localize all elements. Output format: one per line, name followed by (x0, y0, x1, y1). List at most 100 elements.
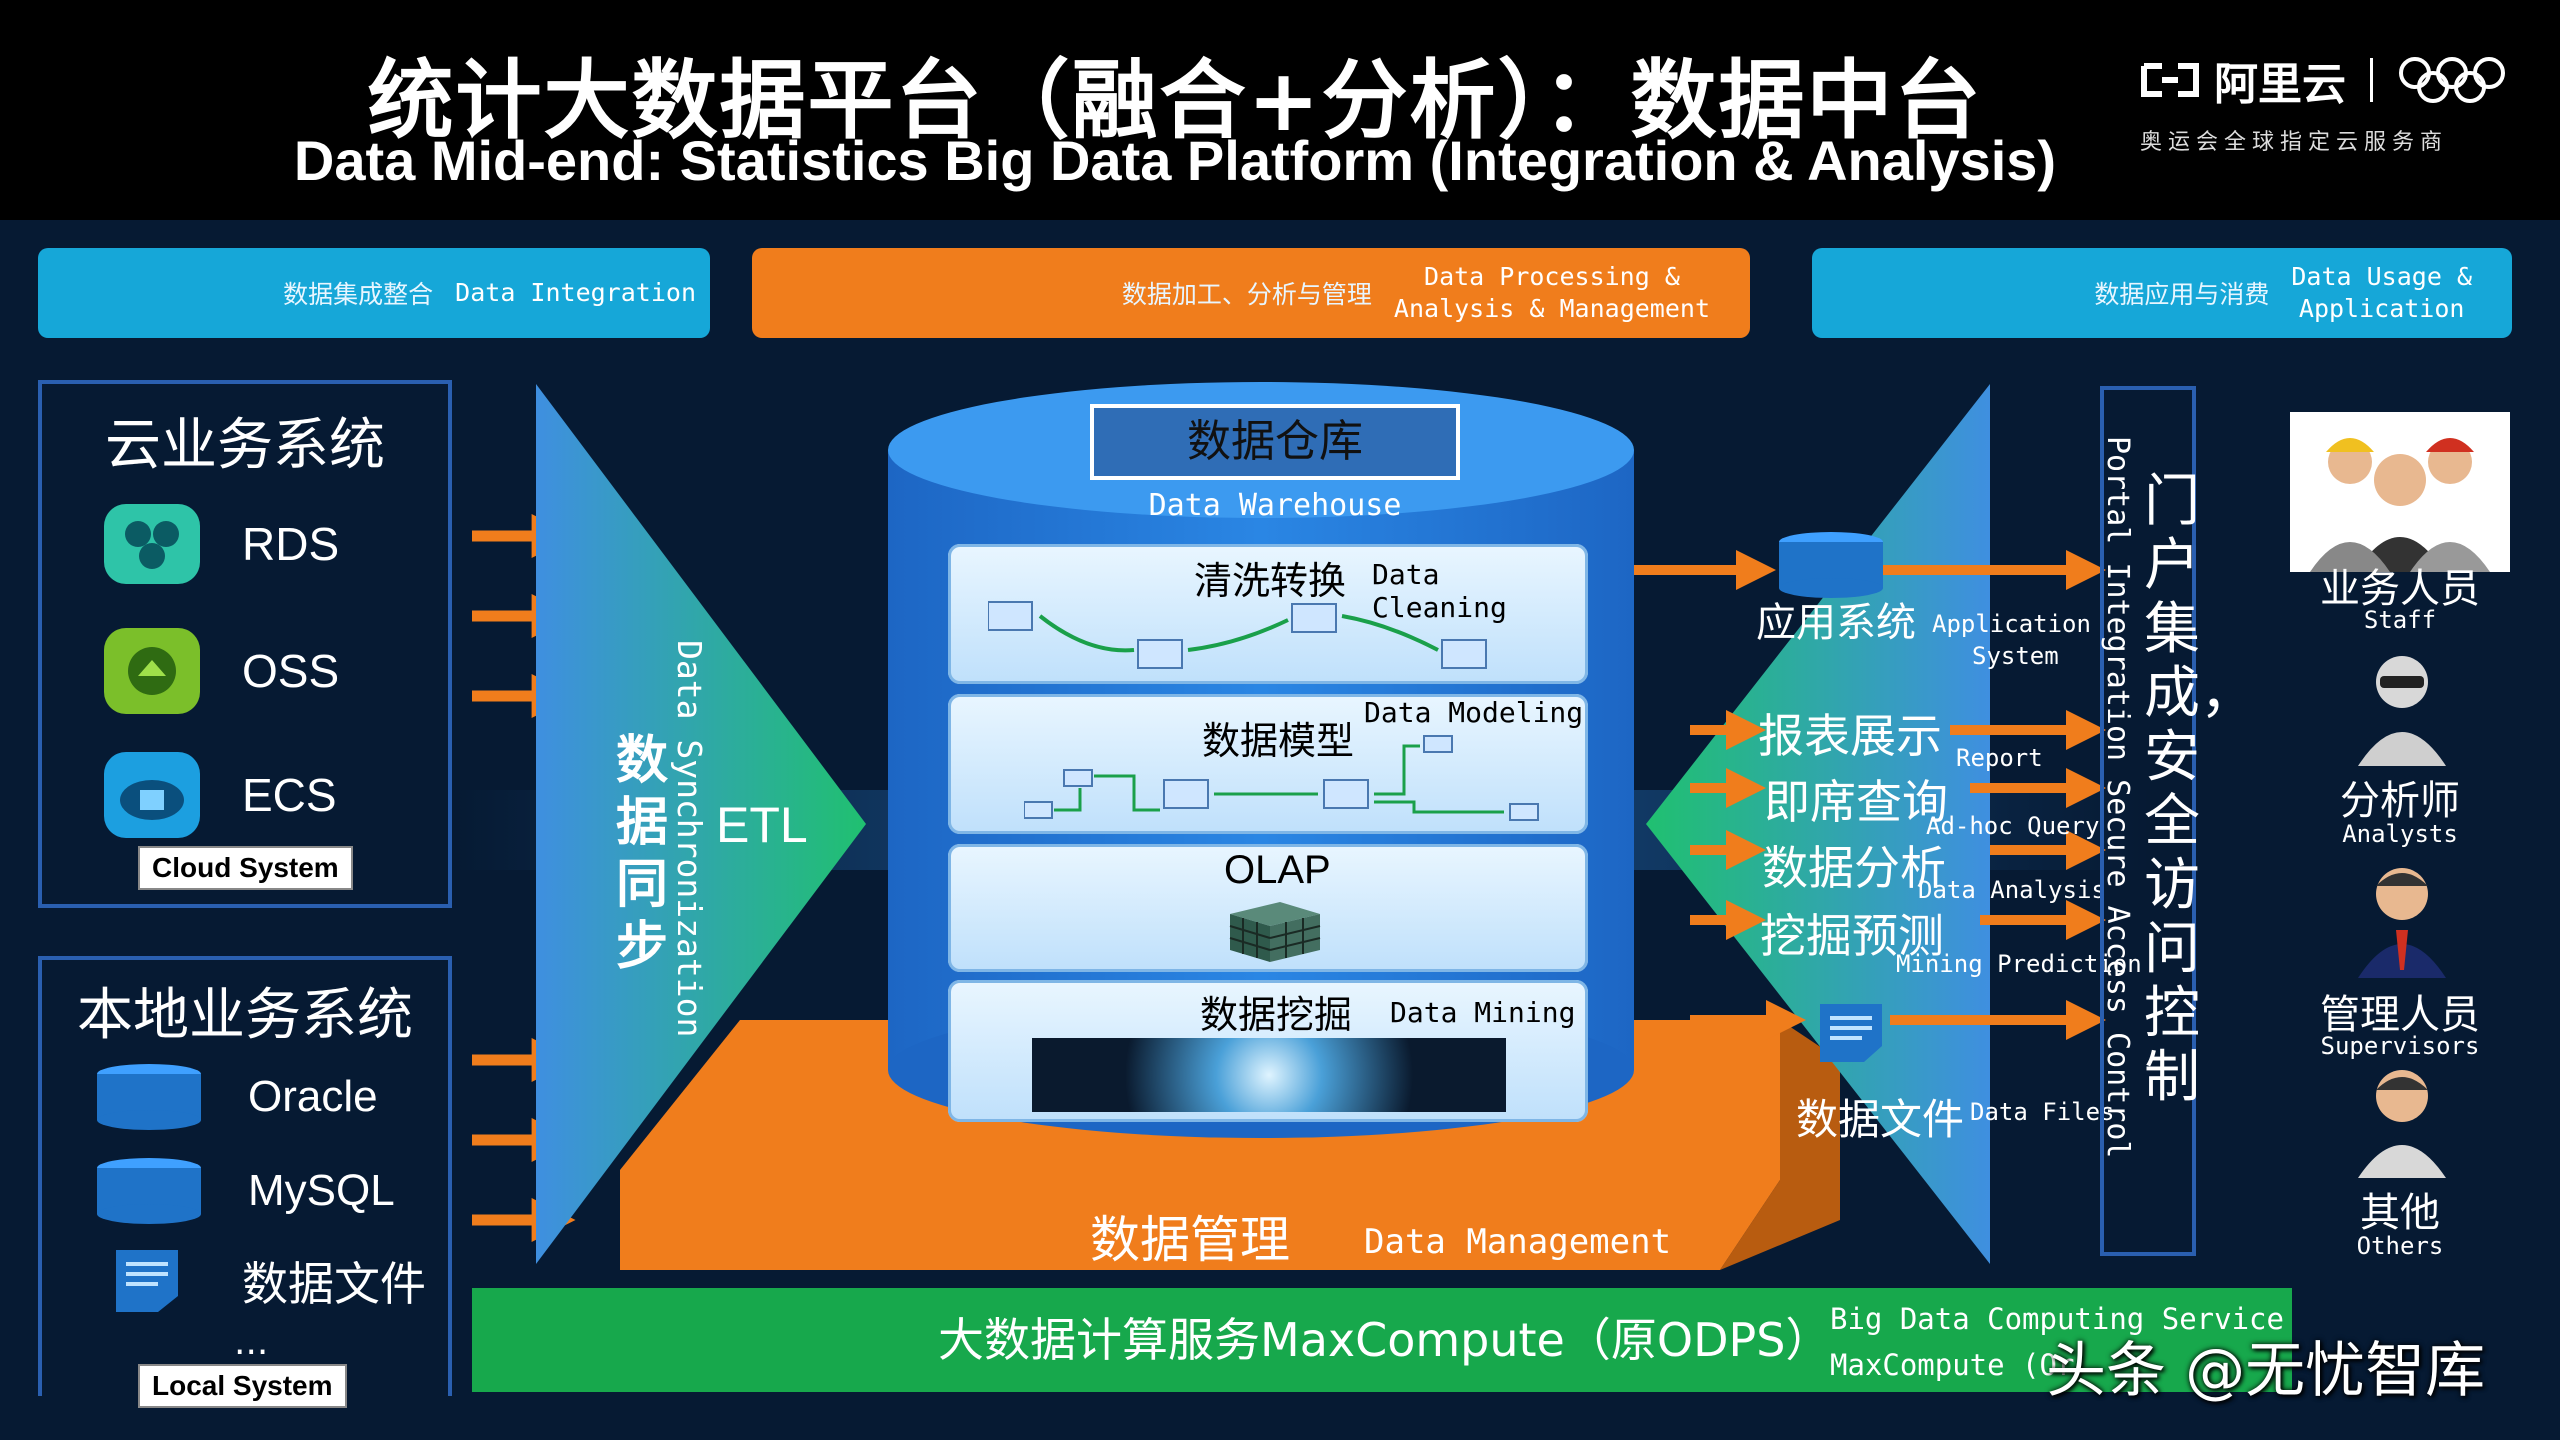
supervisor-avatar-icon (2358, 868, 2446, 978)
cloud-item-label: RDS (242, 518, 340, 570)
adhoc-zh: 即席查询 (1764, 775, 1948, 829)
header-integration-zh: 数据集成整合 (283, 280, 434, 309)
cleaning-flow-icon (988, 601, 1487, 669)
header-integration: 数据集成整合 Data Integration (38, 248, 710, 338)
cloud-panel-title: 云业务系统 (105, 413, 385, 478)
olap-cube-icon (1229, 902, 1321, 962)
portal-panel (2100, 386, 2196, 1256)
role-staff-zh: 业务人员 (2320, 566, 2480, 612)
role-analyst-zh: 分析师 (2340, 778, 2460, 824)
cloud-item-ecs: ECS (102, 750, 337, 840)
analysis-en: Data Analysis (1918, 876, 2106, 904)
layer-cleaning-zh: 清洗转换 (1194, 559, 1347, 603)
report-en: Report (1956, 744, 2043, 772)
etl-label: ETL (716, 797, 808, 853)
rds-icon (104, 504, 200, 584)
document-icon (116, 1250, 178, 1312)
header-usage-en-line1: Data Usage & (2291, 262, 2472, 291)
management-label-en: Data Management (1364, 1222, 1672, 1262)
role-supervisor-en: Supervisors (2320, 1032, 2480, 1060)
header-usage-en: Data Usage & Application (2291, 261, 2472, 325)
modeling-flow-icon (1024, 735, 1539, 821)
cloud-item-label: ECS (242, 769, 337, 821)
header-processing-zh: 数据加工、分析与管理 (1121, 280, 1372, 309)
adhoc-en: Ad-hoc Query (1926, 812, 2100, 840)
local-more-ellipsis: ... (234, 1322, 269, 1363)
local-panel-title: 本地业务系统 (77, 983, 413, 1048)
portal-label-zh: 门户集成，安全访问控制 (2144, 469, 2256, 1110)
local-item-files: 数据文件 (112, 1246, 426, 1316)
mining-zh: 挖掘预测 (1760, 909, 1944, 963)
sync-label-zh: 数据同步 (615, 731, 668, 977)
layer-mining-zh: 数据挖掘 (1200, 993, 1353, 1037)
staff-people-icon (2310, 438, 2490, 572)
local-system-panel: 本地业务系统 Oracle MySQL 数据文件 ... Local Syste… (38, 956, 452, 1408)
database-icon (97, 1064, 201, 1130)
local-item-oracle: Oracle (94, 1062, 378, 1132)
watermark: 头条 @无忧智库 (2046, 1336, 2486, 1406)
cloud-system-panel: 云业务系统 RDS OSS ECS Cloud System (38, 380, 452, 908)
cloud-item-rds: RDS (102, 502, 339, 586)
layer-modeling-zh: 数据模型 (1202, 719, 1355, 763)
layer-olap-label: OLAP (1224, 848, 1331, 892)
warehouse-title-zh: 数据仓库 (1090, 404, 1460, 480)
aliyun-mark-icon (2141, 63, 2199, 97)
cloud-system-tag: Cloud System (138, 846, 353, 890)
role-others-zh: 其他 (2360, 1190, 2440, 1236)
olympic-rings-icon (2399, 57, 2505, 103)
database-icon (97, 1158, 201, 1224)
header-processing-en-line2: Analysis & Management (1393, 294, 1710, 323)
role-supervisor-zh: 管理人员 (2320, 992, 2480, 1038)
output-funnel (1646, 384, 1990, 1264)
cloud-item-label: OSS (242, 645, 340, 697)
report-zh: 报表展示 (1758, 709, 1942, 763)
maxcompute-label-en-line1: Big Data Computing Service (1830, 1302, 2284, 1336)
cloud-item-oss: OSS (102, 626, 339, 716)
local-item-label: 数据文件 (242, 1257, 426, 1311)
oss-icon (104, 628, 200, 714)
output-arrows (1634, 550, 2106, 1040)
layer-cleaning: 清洗转换 Data Cleaning (948, 544, 1588, 684)
binary-data-image (1032, 1038, 1506, 1112)
layer-cleaning-en: Data Cleaning (1372, 558, 1507, 624)
files-en: Data Files (1970, 1098, 2115, 1126)
others-avatar-icon (2358, 1070, 2446, 1178)
logo-brand: 阿里云 (2214, 59, 2346, 110)
app-system-en-line2: System (1972, 642, 2059, 670)
files-zh: 数据文件 (1796, 1095, 1965, 1144)
management-label-zh: 数据管理 (1090, 1211, 1290, 1269)
header-usage-en-line2: Application (2298, 294, 2465, 323)
header-processing-en: Data Processing & Analysis & Management (1394, 261, 1710, 325)
maxcompute-bar (472, 1288, 2292, 1392)
data-file-icon (1820, 1004, 1882, 1062)
local-system-tag: Local System (138, 1364, 347, 1408)
portal-label-en: Portal Integration Secure Access Control (2100, 436, 2135, 1159)
warehouse-title-en: Data Warehouse (1148, 488, 1402, 523)
layer-modeling: 数据模型 Data Modeling (948, 694, 1588, 834)
role-staff-en: Staff (2363, 606, 2437, 634)
app-system-en-line1: Application (1932, 610, 2091, 638)
role-others-en: Others (2356, 1232, 2444, 1260)
layer-olap: OLAP (948, 844, 1588, 972)
aliyun-logo: 阿里云 奥运会全球指定云服务商 (2140, 48, 2520, 158)
page-title: 统计大数据平台（融合+分析）：数据中台 (367, 51, 1983, 151)
page-subtitle: Data Mid-end: Statistics Big Data Platfo… (293, 129, 2057, 192)
header-usage-zh: 数据应用与消费 (2094, 280, 2270, 309)
app-system-db-icon (1779, 532, 1883, 598)
analysis-zh: 数据分析 (1762, 841, 1946, 895)
logo-subtitle: 奥运会全球指定云服务商 (2140, 130, 2449, 155)
layer-mining: 数据挖掘 Data Mining (948, 980, 1588, 1122)
analyst-avatar-icon (2358, 656, 2446, 766)
ecs-icon (104, 752, 200, 838)
sync-funnel (536, 384, 866, 1264)
local-item-mysql: MySQL (94, 1156, 395, 1226)
header-processing: 数据加工、分析与管理 Data Processing & Analysis & … (752, 248, 1750, 338)
sync-label-en: Data Synchronization (670, 640, 709, 1038)
layer-modeling-en: Data Modeling (1364, 696, 1584, 729)
app-system-zh: 应用系统 (1756, 600, 1916, 646)
header-usage: 数据应用与消费 Data Usage & Application (1812, 248, 2512, 338)
staff-image (2290, 412, 2510, 572)
role-analyst-en: Analysts (2342, 820, 2458, 848)
header-integration-en: Data Integration (455, 278, 696, 307)
local-item-label: Oracle (248, 1072, 378, 1121)
